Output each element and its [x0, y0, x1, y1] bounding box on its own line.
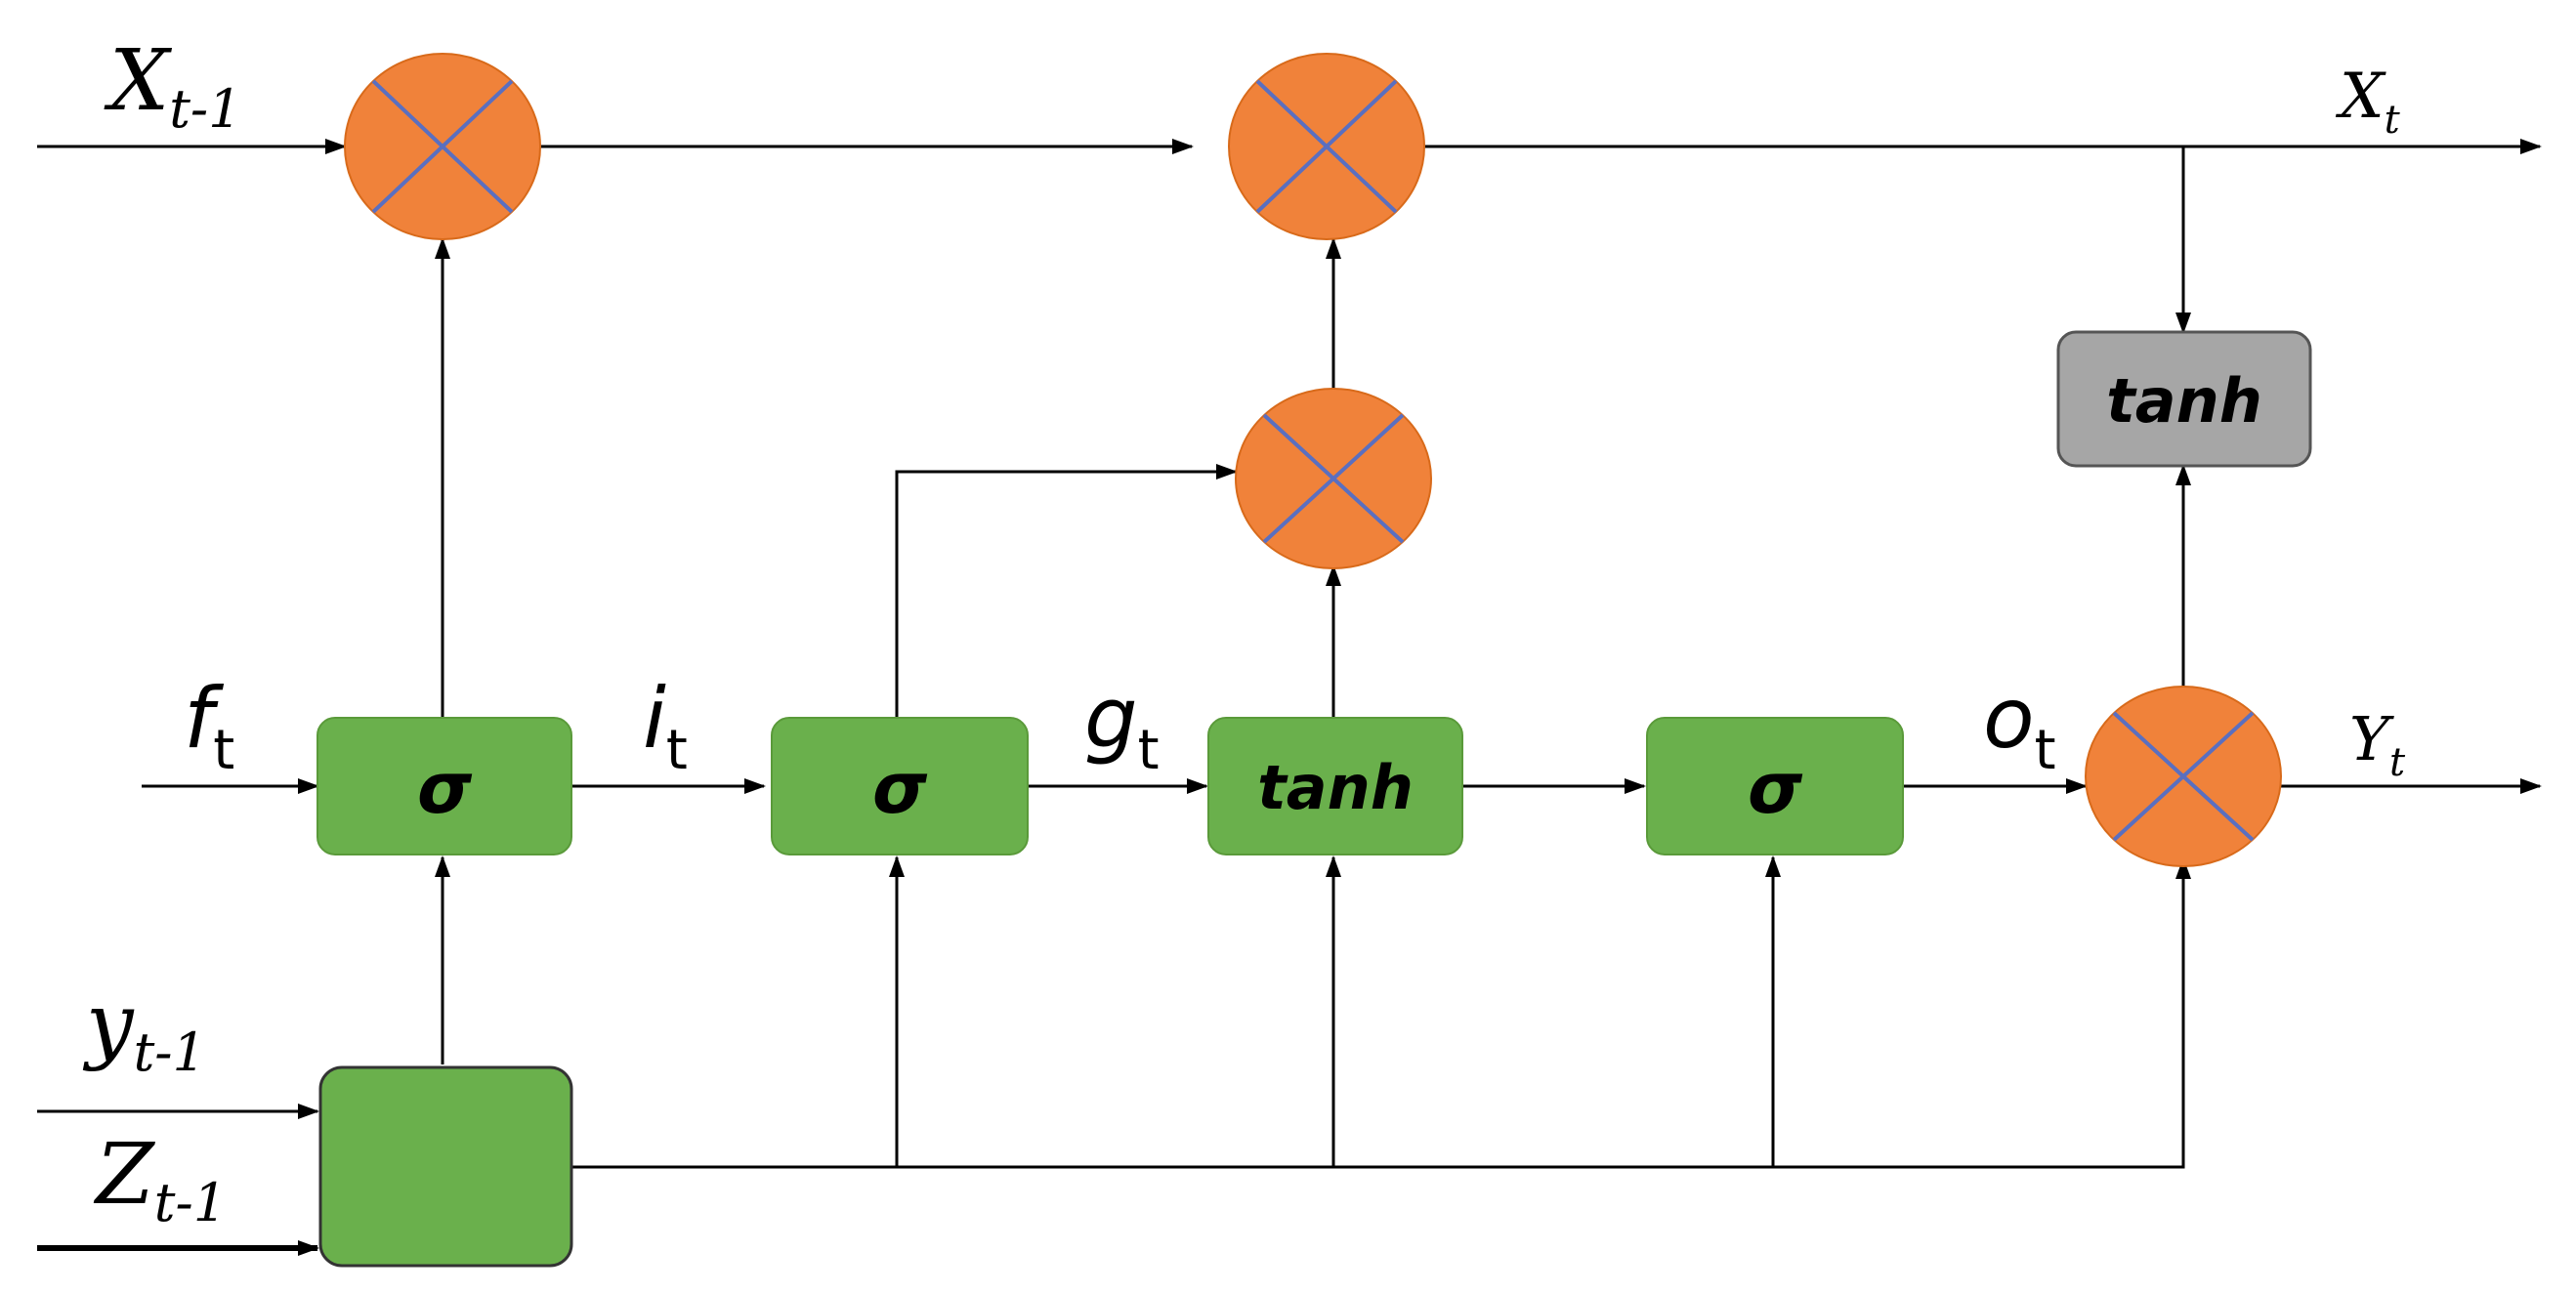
- gate-sigma-input: σ: [771, 717, 1029, 855]
- label-z-prev: Zt-1: [93, 1126, 227, 1233]
- wires: [37, 139, 2542, 1256]
- gate-label: tanh: [2106, 365, 2262, 437]
- gate-sigma-output: σ: [1646, 717, 1904, 855]
- multiplier-3: [1235, 388, 1432, 569]
- wire-input-to-mult3: [895, 464, 1238, 718]
- label-x-prev: Xt-1: [104, 32, 242, 140]
- gate-label: σ: [417, 747, 473, 829]
- labels: Xt-1 Xt ft it gt ot Yt yt-1 Zt-1: [82, 32, 2406, 1233]
- gate-label: σ: [1748, 747, 1803, 829]
- gate-box: [2056, 330, 2312, 468]
- gate-sigma-forget: σ: [317, 717, 572, 855]
- combine-box: [318, 1065, 573, 1268]
- label-y-out: Yt: [2349, 703, 2406, 785]
- label-g-t: gt: [1084, 670, 1160, 782]
- wire-bottom-bus: [571, 857, 2191, 1169]
- gate-box: [1646, 717, 1904, 855]
- gate-tanh-candidate: tanh: [1207, 717, 1463, 855]
- input-combine-box: [318, 1065, 573, 1268]
- multiplier-4: [2085, 686, 2282, 867]
- gate-label: σ: [872, 747, 928, 829]
- label-y-prev: yt-1: [82, 976, 206, 1083]
- gate-tanh-state: tanh: [2056, 330, 2312, 468]
- gate-label: tanh: [1257, 752, 1414, 823]
- gate-box: [317, 717, 572, 855]
- label-i-t: it: [643, 670, 688, 782]
- multiplier-2: [1228, 53, 1425, 240]
- label-x-out: Xt: [2335, 61, 2401, 143]
- label-o-t: ot: [1983, 670, 2056, 782]
- gate-box: [771, 717, 1029, 855]
- gate-box: [1207, 717, 1463, 855]
- label-f-t: ft: [184, 670, 234, 782]
- multiplier-1: [344, 53, 541, 240]
